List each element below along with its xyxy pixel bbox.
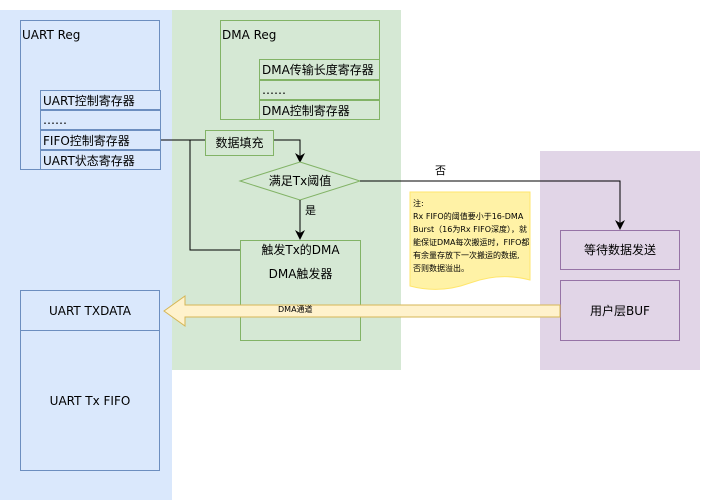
dma-trigger-title: 触发Tx的DMA [261, 243, 340, 257]
note-line: 注: [413, 199, 424, 208]
note-line: 否则数据溢出。 [413, 264, 469, 273]
uart-reg-row-control: UART控制寄存器 [40, 90, 161, 110]
dma-reg-row-control: DMA控制寄存器 [259, 100, 380, 120]
dma-trigger-box [240, 240, 361, 341]
decision-label: 满足Tx阈值 [268, 174, 332, 188]
uart-tx-fifo-box: UART Tx FIFO [20, 330, 160, 471]
dma-channel-arrow [163, 295, 561, 327]
dma-reg-row-length: DMA传输长度寄存器 [259, 59, 380, 80]
decision-no-label: 否 [435, 164, 446, 177]
note-line: 能保证DMA每次搬运时，FIFO都 [413, 238, 530, 247]
note-shape [409, 191, 531, 290]
note-line: Rx FIFO的阈值要小于16-DMA [413, 212, 524, 221]
data-fill-box: 数据填充 [205, 130, 274, 156]
decision-yes-label: 是 [305, 204, 316, 217]
uart-txdata-box: UART TXDATA [20, 290, 160, 331]
note-line: Burst（16为Rx FIFO深度），就 [413, 225, 528, 234]
wait-send-box: 等待数据发送 [560, 230, 680, 270]
note-line: 有余量存放下一次搬运的数据, [413, 251, 520, 260]
uart-reg-row-status: UART状态寄存器 [40, 150, 161, 170]
dma-reg-row-ellipsis: …… [259, 80, 380, 100]
decision-no-arrow [360, 180, 625, 230]
dma-trigger-body: DMA触发器 [268, 267, 333, 281]
user-buf-box: 用户层BUF [560, 280, 680, 341]
uart-reg-title: UART Reg [22, 28, 81, 42]
dma-reg-title: DMA Reg [222, 28, 277, 42]
fill-to-decision-arrow [274, 139, 305, 163]
uart-reg-row-ellipsis: …… [40, 110, 161, 130]
uart-reg-row-fifo-control: FIFO控制寄存器 [40, 130, 161, 150]
note-text: 注: Rx FIFO的阈值要小于16-DMA Burst（16为Rx FIFO深… [413, 197, 531, 275]
dma-channel-label: DMA通道 [278, 305, 313, 314]
fifo-to-trigger-connector [161, 139, 240, 251]
